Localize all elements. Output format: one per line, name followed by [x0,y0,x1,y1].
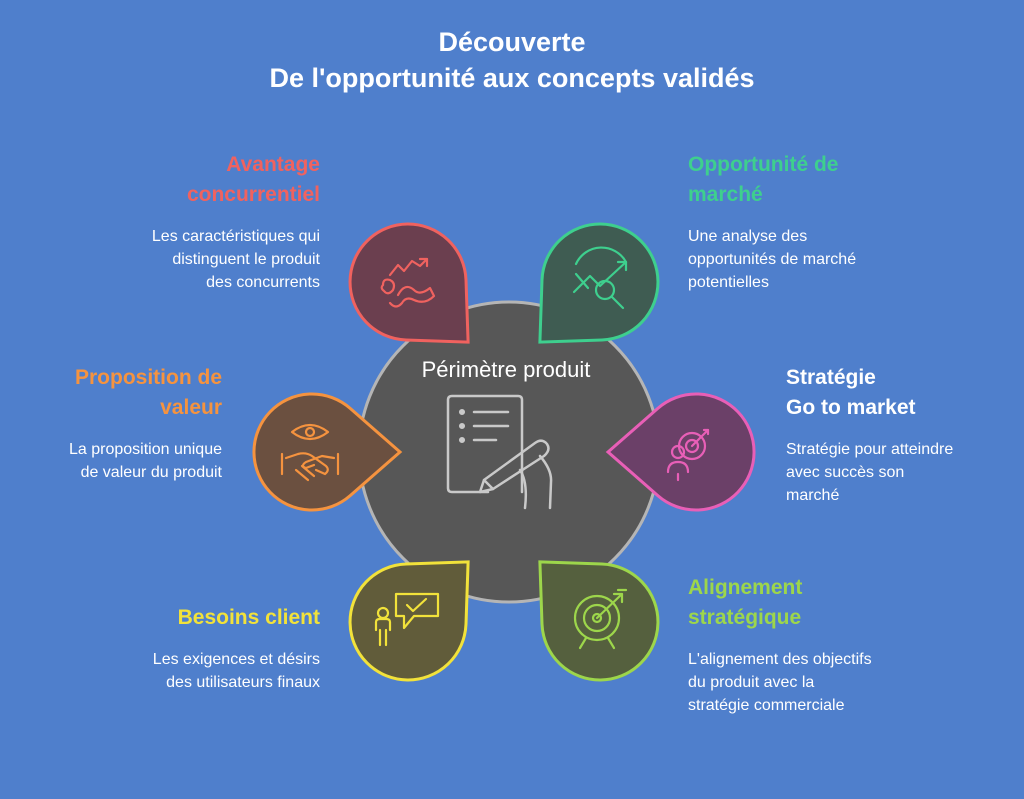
user-feedback-icon [374,592,440,647]
value-desc: La proposition unique de valeur du produ… [68,441,222,481]
diagram-title: Découverte De l'opportunité aux concepts… [0,24,1024,96]
value-title: Proposition de valeur [75,366,222,419]
handshake-eye-icon [280,423,340,482]
label-alignment: Alignement stratégique L'alignement des … [688,573,1008,717]
gotomarket-desc: Stratégie pour atteindre avec succès son… [786,441,954,504]
title-line-2: De l'opportunité aux concepts validés [269,63,755,93]
opportunity-title: Opportunité de marché [688,153,839,206]
competitive-title: Avantage concurrentiel [186,153,320,206]
label-opportunity: Opportunité de marché Une analyse des op… [688,150,1008,294]
gotomarket-title: Stratégie Go to market [786,366,916,419]
needs-title: Besoins client [177,606,320,629]
label-competitive: Avantage concurrentiel Les caractéristiq… [0,150,320,294]
center-label: Périmètre produit [421,357,591,382]
competitive-desc: Les caractéristiques qui distinguent le … [151,228,320,291]
petal-opportunity[interactable] [538,222,660,344]
label-value: Proposition de valeur La proposition uni… [0,363,222,484]
title-line-1: Découverte [438,27,586,57]
label-gotomarket: Stratégie Go to market Stratégie pour at… [786,363,1016,507]
target-person-icon [666,428,710,482]
petal-gotomarket[interactable] [605,392,756,512]
bullseye-arrow-icon [573,588,628,650]
opportunity-desc: Une analyse des opportunités de marché p… [688,228,857,291]
petal-competitive[interactable] [348,222,470,344]
document-signing-icon [446,394,553,510]
petal-alignment[interactable] [538,560,660,682]
competitive-trend-icon [380,257,436,308]
alignment-title: Alignement stratégique [688,576,803,629]
petal-needs[interactable] [348,560,470,682]
label-needs: Besoins client Les exigences et désirs d… [0,603,320,694]
needs-desc: Les exigences et désirs des utilisateurs… [152,651,320,691]
petal-value[interactable] [252,392,403,512]
alignment-desc: L'alignement des objectifs du produit av… [688,651,872,714]
market-analysis-icon [572,246,628,310]
